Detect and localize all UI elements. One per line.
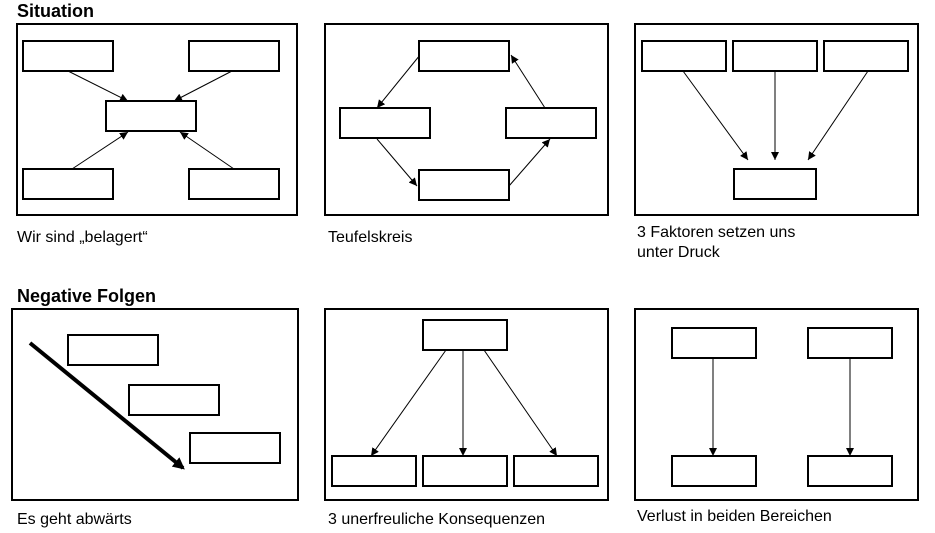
arrow	[510, 54, 546, 109]
caption-downhill: Es geht abwärts	[17, 511, 132, 528]
node-box	[671, 327, 757, 359]
node-box	[422, 319, 508, 351]
caption-three-factors: 3 Faktoren setzen uns unter Druck	[637, 224, 796, 261]
caption-loss-both: Verlust in beiden Bereichen	[637, 508, 832, 525]
node-box-center	[105, 100, 197, 132]
arrow	[508, 138, 551, 187]
panel-three-factors	[634, 23, 919, 216]
node-box	[128, 384, 220, 416]
panel-three-consequences	[324, 308, 609, 501]
node-box	[331, 455, 417, 487]
node-box	[823, 40, 909, 72]
node-box	[671, 455, 757, 487]
caption-vicious-circle: Teufelskreis	[328, 229, 413, 246]
arrow	[807, 70, 869, 161]
node-box	[418, 40, 510, 72]
arrow	[370, 349, 447, 457]
node-box	[641, 40, 727, 72]
arrow	[376, 138, 418, 187]
panel-besieged	[16, 23, 298, 216]
panel-downhill	[11, 308, 299, 501]
node-box	[22, 168, 114, 200]
section-heading-situation: Situation	[17, 1, 94, 21]
node-box	[807, 455, 893, 487]
downward-arrow	[28, 341, 185, 470]
node-box	[418, 169, 510, 201]
arrow	[682, 70, 749, 161]
panel-vicious-circle	[324, 23, 609, 216]
arrow	[376, 54, 421, 109]
panel-loss-both	[634, 308, 919, 501]
node-box	[505, 107, 597, 139]
node-box	[67, 334, 159, 366]
node-box	[422, 455, 508, 487]
caption-besieged: Wir sind „belagert“	[17, 229, 148, 246]
node-box	[513, 455, 599, 487]
section-heading-negative-consequences: Negative Folgen	[17, 286, 157, 306]
arrow	[67, 70, 129, 102]
node-box	[339, 107, 431, 139]
node-box	[22, 40, 114, 72]
node-box	[733, 168, 817, 200]
node-box	[188, 168, 280, 200]
caption-three-consequences: 3 unerfreuliche Konsequenzen	[328, 511, 546, 528]
node-box	[807, 327, 893, 359]
node-box	[732, 40, 818, 72]
arrow	[179, 131, 235, 170]
node-box	[189, 432, 281, 464]
arrow	[483, 349, 558, 457]
arrow	[71, 131, 129, 170]
node-box	[188, 40, 280, 72]
arrow	[173, 70, 233, 102]
